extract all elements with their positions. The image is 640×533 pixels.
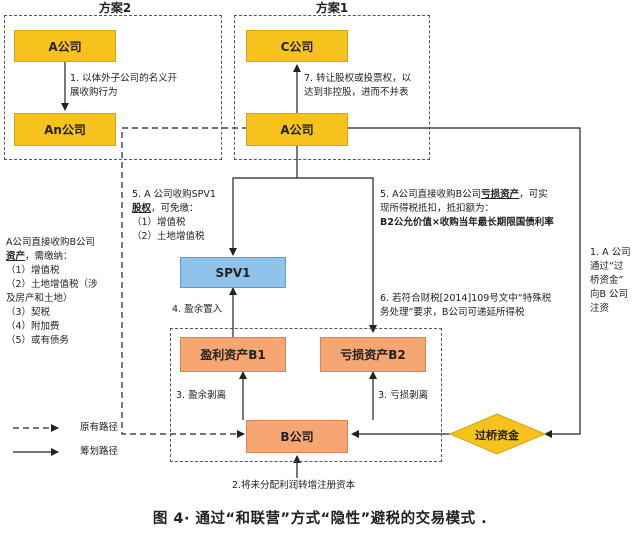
profit-asset-box: 盈利资产B1 — [180, 337, 286, 372]
plan1-group — [234, 15, 430, 160]
arrow-a-to-spv1 — [229, 146, 298, 256]
legend-planned-label: 筹划路径 — [80, 446, 119, 457]
a-company-plan2-box: A公司 — [14, 30, 116, 62]
plan1-title: 方案1 — [315, 1, 349, 15]
bridge-fund-label: 过桥资金 — [475, 429, 519, 442]
b-company-box: B公司 — [246, 420, 348, 453]
asset-group — [170, 328, 442, 462]
note-step1-bridge: 1. A 公司 通过“过 桥资金” 向B 公司 注资 — [590, 247, 631, 314]
note-step3-surplus: 3. 盈余剥离 — [176, 390, 227, 401]
note-step1-plan2: 1. 以体外子公司的名义开 展收购行为 — [70, 73, 178, 98]
bridge-fund-diamond — [448, 413, 547, 455]
note-direct-purchase: A公司直接收购B公司 资产，需缴纳： （1）增值税 （2）土地增值税（涉 及房产… — [6, 237, 98, 346]
legend-original-label: 原有路径 — [80, 422, 119, 433]
figure-caption: 图 4· 通过“和联营”方式“隐性”避税的交易模式 . — [152, 511, 488, 527]
note-step7: 7. 转让股权或投票权，以 达到非控股，进而不并表 — [304, 73, 412, 98]
a-company-plan1-box: A公司 — [246, 113, 348, 146]
note-step5-loss-asset: 5. A公司直接收购B公司亏损资产，可实 现所得税抵扣，抵扣额为： B2公允价值… — [380, 189, 554, 228]
dashed-original-path — [121, 127, 248, 438]
note-step3-loss: 3. 亏损剥离 — [378, 390, 429, 401]
note-step5-spv1: 5. A 公司收购SPV1 股权，可免缴： （1）增值税 （2）土地增值税 — [132, 189, 216, 242]
arrow-a-to-bridge — [348, 127, 581, 438]
loss-asset-box: 亏损资产B2 — [320, 337, 426, 372]
spv1-box: SPV1 — [180, 257, 286, 288]
plan2-title: 方案2 — [98, 1, 132, 15]
c-company-box: C公司 — [246, 30, 348, 62]
note-step6: 6. 若符合财税[2014]109号文中“特殊税 务处理”要求，B公司可递延所得… — [380, 293, 552, 318]
note-step2: 2.将未分配利润转增注册资本 — [232, 480, 356, 491]
arrow-a-to-loss-asset — [297, 177, 377, 333]
an-company-box: An公司 — [14, 113, 116, 146]
note-step4: 4. 盈余置入 — [172, 304, 223, 315]
plan2-group — [4, 15, 222, 160]
